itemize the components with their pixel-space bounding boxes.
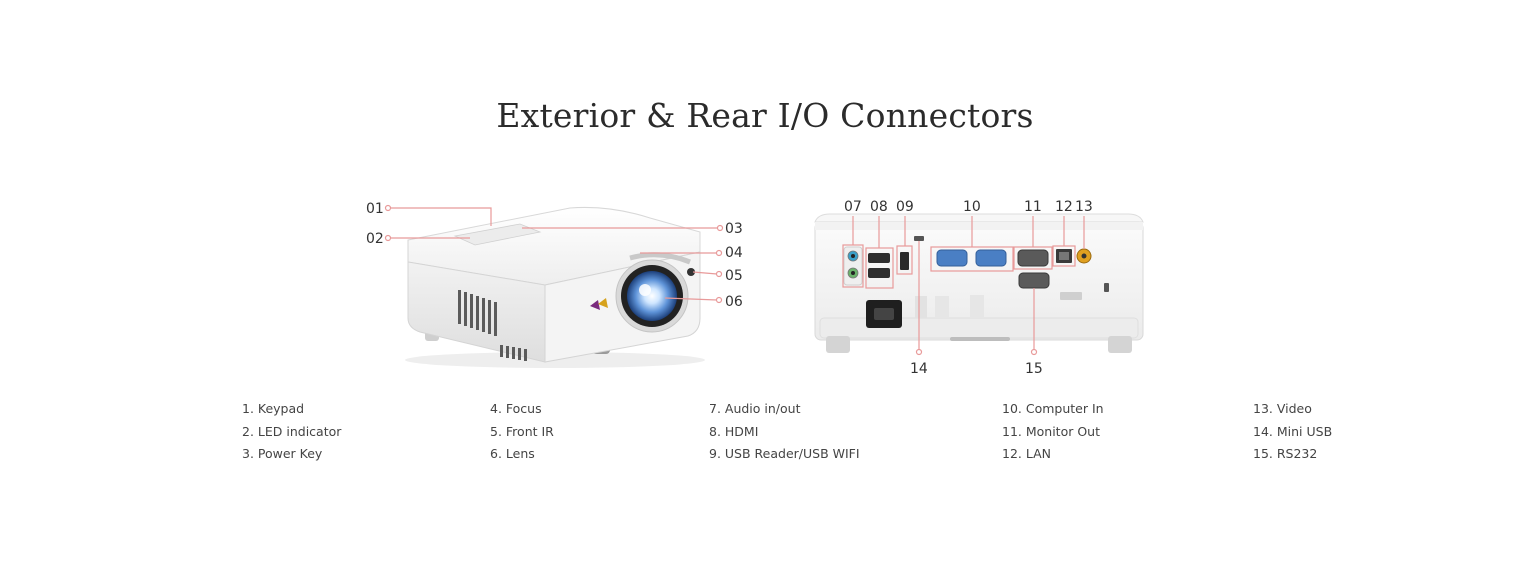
front-callout-lines	[390, 207, 720, 301]
legend-column-4: 10. Computer In 11. Monitor Out 12. LAN	[1002, 398, 1104, 466]
callout-05: 05	[725, 268, 743, 284]
legend-item: 4. Focus	[490, 401, 542, 416]
callout-11: 11	[1024, 199, 1042, 215]
page-title: Exterior & Rear I/O Connectors	[496, 96, 1034, 135]
callout-01: 01	[366, 201, 384, 217]
legend-column-2: 4. Focus 5. Front IR 6. Lens	[490, 398, 554, 466]
callout-07: 07	[844, 199, 862, 215]
callout-12: 12	[1055, 199, 1073, 215]
callout-10: 10	[963, 199, 981, 215]
callout-14: 14	[910, 361, 928, 377]
callout-02: 02	[366, 231, 384, 247]
legend-item: 14. Mini USB	[1253, 423, 1333, 439]
legend-item: 9. USB Reader/USB WIFI	[709, 446, 860, 461]
callout-04: 04	[725, 245, 743, 261]
legend-item: 13. Video	[1253, 401, 1312, 416]
legend-item: 10. Computer In	[1002, 401, 1104, 416]
legend-item: 8. HDMI	[709, 423, 759, 439]
legend-item: 2. LED indicator	[242, 423, 342, 439]
legend-item: 11. Monitor Out	[1002, 423, 1101, 439]
legend-column-5: 13. Video 14. Mini USB 15. RS232	[1253, 398, 1332, 466]
legend-item: 5. Front IR	[490, 423, 554, 439]
rear-projector-image	[814, 213, 1144, 353]
callout-03: 03	[725, 221, 743, 237]
callout-06: 06	[725, 294, 743, 310]
legend-item: 3. Power Key	[242, 446, 323, 461]
legend-item: 6. Lens	[490, 446, 535, 461]
callout-08: 08	[870, 199, 888, 215]
legend-item: 15. RS232	[1253, 446, 1318, 461]
callout-09: 09	[896, 199, 914, 215]
connector-diagram: 01 02 03 04 05 06	[366, 199, 1144, 377]
legend-column-1: 1. Keypad 2. LED indicator 3. Power Key	[242, 398, 341, 466]
callout-15: 15	[1025, 361, 1043, 377]
callout-13: 13	[1075, 199, 1093, 215]
connector-legend: 1. Keypad 2. LED indicator 3. Power Key …	[0, 398, 1536, 478]
legend-item: 12. LAN	[1002, 446, 1052, 461]
front-projector-image	[405, 206, 705, 368]
legend-item: 7. Audio in/out	[709, 401, 801, 416]
legend-item: 1. Keypad	[242, 401, 305, 416]
rear-callout-lines	[852, 216, 1085, 352]
legend-column-3: 7. Audio in/out 8. HDMI 9. USB Reader/US…	[709, 398, 860, 466]
